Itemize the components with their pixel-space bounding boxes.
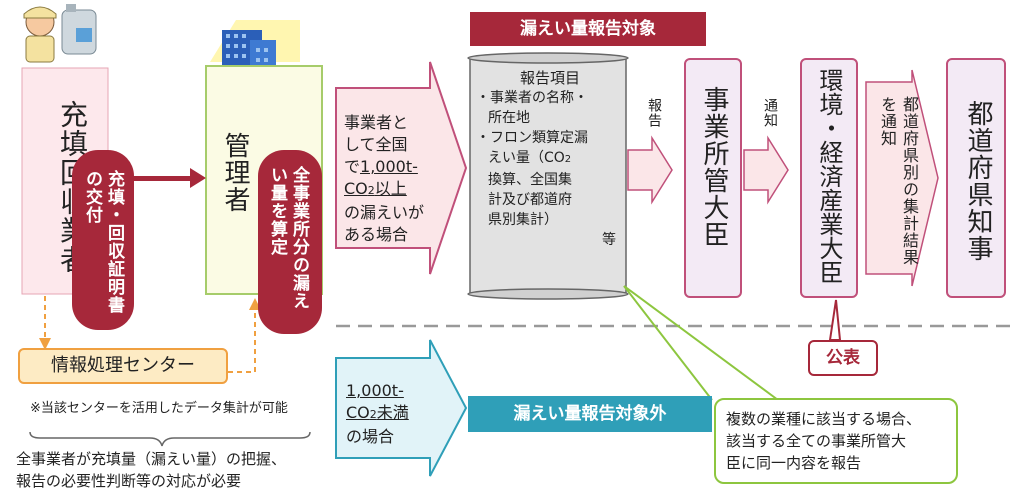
callout-line1-text: 複数の業種に該当する場合、 bbox=[726, 410, 922, 428]
under-sub: 2 bbox=[369, 408, 377, 421]
under-unit-line: CO2未満 bbox=[346, 402, 436, 426]
over-line6: ある場合 bbox=[344, 225, 409, 244]
over-unit: CO bbox=[344, 179, 368, 198]
meti-minister-box: 環境・経済産業大臣 bbox=[800, 58, 858, 298]
prefecture-notice-arrow bbox=[865, 69, 939, 287]
report-item2-line3: 換算、全国集 bbox=[488, 172, 572, 188]
over-threshold-arrow bbox=[335, 61, 468, 275]
report-items: 報告項目 ・事業者の名称・ 所在地 ・フロン類算定漏 えい量（CO2 換算、全国… bbox=[476, 68, 624, 250]
meti-minister-label: 環境・経済産業大臣 bbox=[815, 68, 843, 284]
report-item2-sub: 2 bbox=[564, 154, 572, 165]
under-amount: 1,000t- bbox=[346, 381, 404, 400]
report-item2-line4: 計及び都道府 bbox=[488, 192, 572, 208]
under-unit: CO bbox=[346, 403, 370, 422]
report-items-title: 報告項目 bbox=[519, 69, 580, 87]
publish-badge: 公表 bbox=[808, 340, 878, 376]
report-items-scroll bbox=[467, 52, 629, 300]
worker-icon bbox=[23, 4, 97, 63]
report-item1-line1: ・事業者の名称・ bbox=[476, 90, 588, 106]
center-manager-connector bbox=[228, 304, 256, 373]
info-center-note: ※当該センターを活用したデータ集計が可能 bbox=[30, 401, 288, 416]
publish-pointer bbox=[828, 299, 842, 341]
info-center-box: 情報処理センター bbox=[18, 348, 228, 384]
over-unit-line: CO2以上 bbox=[344, 178, 440, 202]
callout-line2-text: 該当する全ての事業所管大 bbox=[726, 432, 907, 450]
business-minister-label: 事業所管大臣 bbox=[699, 86, 729, 248]
report-item2-co: えい量（CO bbox=[488, 150, 565, 166]
multi-industry-callout: 複数の業種に該当する場合、 該当する全ての事業所管大 臣に同一内容を報告 bbox=[714, 398, 958, 484]
manager-label: 管理者 bbox=[220, 132, 250, 213]
callout-line-2 bbox=[623, 285, 779, 401]
over-line1: 事業者と bbox=[344, 113, 409, 132]
report-item2-line5: 県別集計） bbox=[488, 212, 558, 228]
governor-label: 都道府県知事 bbox=[963, 100, 993, 262]
bottom-note-line2: 報告の必要性判断等の対応が必要 bbox=[16, 472, 242, 490]
under-threshold-arrow bbox=[335, 339, 468, 477]
over-sub: 2 bbox=[367, 184, 375, 197]
callout-line3-text: 臣に同一内容を報告 bbox=[726, 454, 862, 472]
under-line2: の場合 bbox=[346, 427, 395, 446]
report-items-etc: 等 bbox=[602, 232, 616, 248]
target-title: 漏えい量報告対象 bbox=[470, 12, 706, 46]
governor-box: 都道府県知事 bbox=[946, 58, 1006, 298]
report-item1-line2: 所在地 bbox=[488, 110, 530, 126]
under-threshold-text: 1,000t- CO2未満 の場合 bbox=[346, 380, 436, 448]
brace bbox=[29, 431, 311, 447]
certificate-text: 充填・回収証明書の交付 bbox=[82, 170, 124, 314]
over-line5: の漏えいが bbox=[344, 203, 425, 222]
certificate-pill: 充填・回収証明書の交付 bbox=[72, 150, 134, 330]
calc-pill: 全事業所分の漏えい量を算定 bbox=[258, 150, 322, 334]
over-line3: で1,000t- bbox=[344, 156, 440, 178]
calc-text: 全事業所分の漏えい量を算定 bbox=[267, 166, 309, 310]
over-line2: して全国 bbox=[344, 135, 408, 154]
bottom-note: 全事業者が充填量（漏えい量）の把握、 報告の必要性判断等の対応が必要 bbox=[16, 448, 336, 492]
over-ijo: 以上 bbox=[374, 179, 407, 198]
non-target-title: 漏えい量報告対象外 bbox=[468, 396, 712, 432]
filler-to-manager-arrow bbox=[132, 168, 206, 188]
report-item2-line2: えい量（CO2 bbox=[476, 148, 624, 170]
notify-arrow bbox=[743, 135, 789, 205]
notify-label: 通知 bbox=[762, 98, 778, 128]
over-threshold-text: 事業者と して全国 で1,000t- CO2以上 の漏えいが ある場合 bbox=[344, 112, 440, 246]
prefecture-notice-text: 都道府県別の集計結果を通知 bbox=[878, 96, 919, 266]
callout-line-1 bbox=[623, 285, 713, 401]
under-rest: 未満 bbox=[376, 403, 409, 422]
bottom-note-line1: 全事業者が充填量（漏えい量）の把握、 bbox=[16, 450, 287, 468]
report-label: 報告 bbox=[646, 98, 662, 128]
report-arrow bbox=[627, 135, 673, 205]
report-item2-line1: ・フロン類算定漏 bbox=[476, 130, 588, 146]
business-minister-box: 事業所管大臣 bbox=[684, 58, 742, 298]
over-de: で bbox=[344, 157, 361, 176]
over-amount: 1,000t- bbox=[360, 157, 418, 176]
